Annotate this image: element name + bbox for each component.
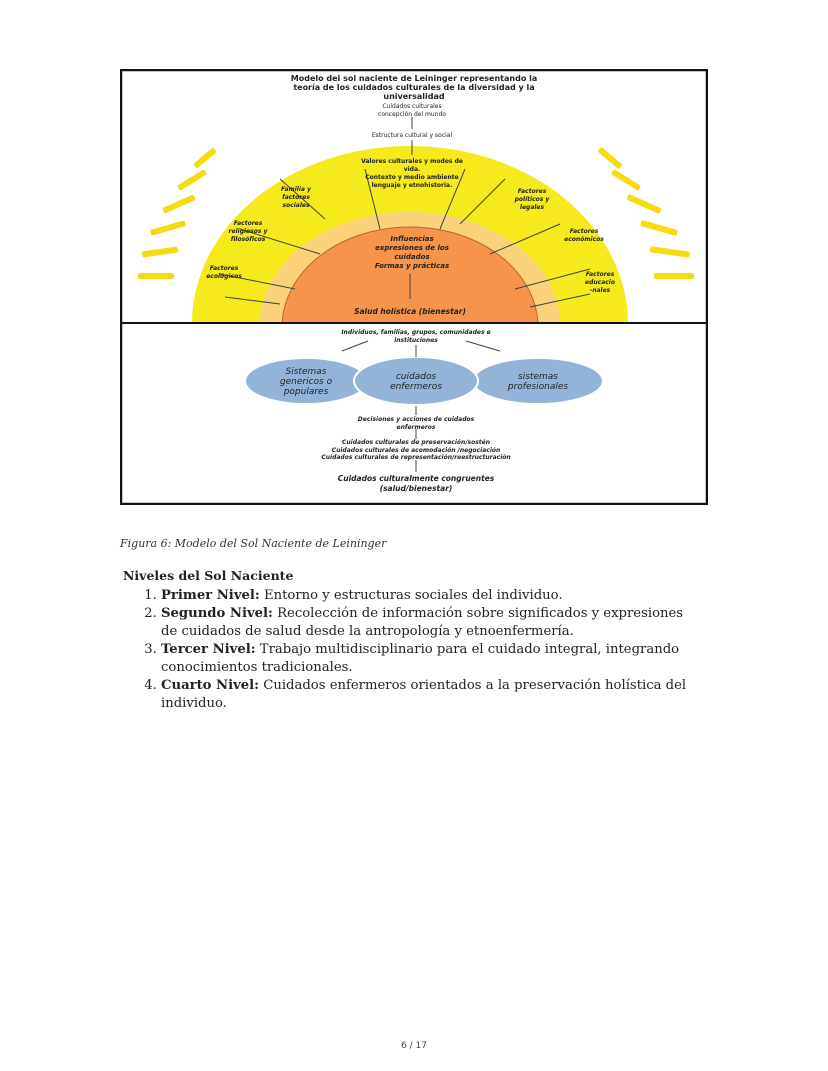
leininger-sunrise-figure: Modelo del sol naciente de Leininger rep… [120,69,708,505]
political-3: legales [520,204,545,211]
congruent-2: (salud/bienestar) [380,484,453,493]
values-2: vida. [404,166,421,173]
ellipse-left-3: populares [283,387,329,397]
decisions-1: Decisiones y acciones de cuidados [358,416,475,423]
page-number: 6 / 17 [401,1041,427,1051]
ellipse-right-2: profesionales [507,382,569,392]
levels-section: Niveles del Sol Naciente Primer Nivel: E… [123,568,703,713]
list-item: Primer Nivel: Entorno y estructuras soci… [161,587,703,605]
decisions-2: enfermeros [397,424,436,431]
religious-1: Factores [234,220,263,227]
influences-2: expresiones de los [375,244,449,252]
education-1: Factores [586,271,615,278]
holistic-health: Salud holística (bienestar) [354,307,466,316]
ellipse-center-2: enfermeros [390,382,442,392]
level-text: Recolección de información sobre signifi… [161,606,684,639]
values-4: lenguaje y etnohistoria. [372,182,453,189]
ellipse-left-1: Sistemas [286,367,327,377]
religious-2: religiosos y [229,228,269,235]
care-1: Cuidados culturales de preservación/sost… [342,439,490,446]
level-text: Entorno y estructuras sociales del indiv… [259,588,563,603]
list-item: Tercer Nivel: Trabajo multidisciplinario… [161,641,703,677]
levels-list: Primer Nivel: Entorno y estructuras soci… [123,587,703,713]
structure-label: Estructura cultural y social [372,132,453,139]
top-label-1: Cuidados culturales [382,103,441,110]
level-label: Cuarto Nivel: [161,678,260,693]
figure-caption: Figura 6: Modelo del Sol Naciente de Lei… [120,537,387,550]
level-label: Tercer Nivel: [161,642,256,657]
influences-1: Influencias [390,235,433,243]
influences-4: Formas y prácticas [375,262,449,270]
ellipse-professional-systems [474,359,602,403]
connector-lines [219,117,591,308]
ellipse-generic-systems [246,359,366,403]
individuals-1: Individuos, familias, grupos, comunidade… [341,329,490,336]
economic-2: económicos [564,236,604,243]
level-label: Segundo Nivel: [161,606,273,621]
level-text: Trabajo multidisciplinario para el cuida… [161,642,680,675]
section-heading: Niveles del Sol Naciente [123,568,294,583]
figure-title-3: universalidad [383,92,444,101]
religious-3: filosóficos [231,236,266,243]
top-label-2: concepción del mundo [378,111,446,118]
congruent-1: Cuidados culturalmente congruentes [338,474,495,483]
individuals-2: instituciones [394,337,438,344]
family-1: Familia y [281,186,312,193]
political-2: políticos y [514,196,551,203]
economic-1: Factores [570,228,599,235]
values-1: Valores culturales y modos de [361,158,463,165]
list-item: Segundo Nivel: Recolección de informació… [161,605,703,641]
list-item: Cuarto Nivel: Cuidados enfermeros orient… [161,677,703,713]
ecological-1: Factores [210,265,239,272]
sun-rays [138,147,694,279]
level-label: Primer Nivel: [161,588,260,603]
family-3: sociales [282,202,309,209]
political-1: Factores [518,188,547,195]
care-3: Cuidados culturales de representación/re… [321,454,510,461]
values-3: Contexto y medio ambiente [365,174,459,181]
ecological-2: ecológicos [206,273,242,280]
ellipse-left-2: genericos o [280,377,333,387]
ellipse-right-1: sistemas [518,372,558,382]
figure-title-2: teoría de los cuidados culturales de la … [293,83,534,92]
figure-title-1: Modelo del sol naciente de Leininger rep… [291,74,537,83]
ellipse-center-1: cuidados [396,372,437,382]
care-2: Cuidados culturales de acomodación /nego… [332,447,501,454]
level-text: Cuidados enfermeros orientados a la pres… [161,678,687,711]
education-3: -nales [590,287,611,294]
family-2: factores [282,194,310,201]
influences-3: cuidados [394,253,429,261]
education-2: educacio [585,279,615,286]
